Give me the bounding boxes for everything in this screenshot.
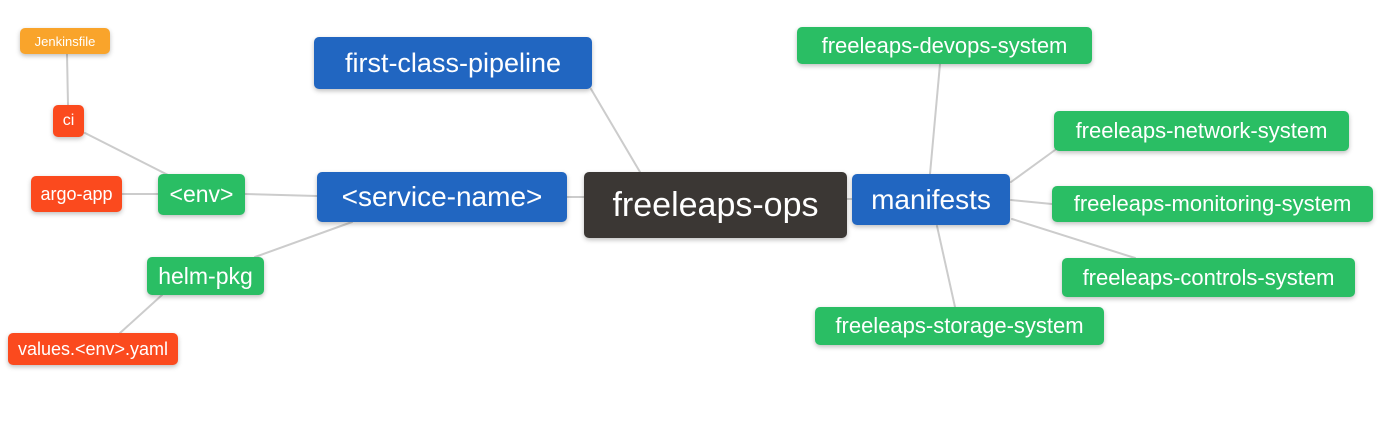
node-env[interactable]: <env> [158,174,245,215]
edge-ci-env [84,132,171,177]
edge-jenkinsfile-ci [66,53,69,106]
node-first-class-pipeline[interactable]: first-class-pipeline [314,37,592,89]
edge-manifests-controls [1011,218,1136,259]
node-freeleaps-network-system[interactable]: freeleaps-network-system [1054,111,1349,151]
node-jenkinsfile[interactable]: Jenkinsfile [20,28,110,54]
node-freeleaps-ops-root[interactable]: freeleaps-ops [584,172,847,238]
edge-helm-pkg-values [119,294,163,334]
edge-first-class-pipeline-ops [590,88,641,173]
node-service-name[interactable]: <service-name> [317,172,567,222]
edge-manifests-monitoring [1010,199,1053,205]
node-values-env-yaml[interactable]: values.<env>.yaml [8,333,178,365]
node-freeleaps-storage-system[interactable]: freeleaps-storage-system [815,307,1104,345]
node-argo-app[interactable]: argo-app [31,176,122,212]
node-helm-pkg[interactable]: helm-pkg [147,257,264,295]
node-freeleaps-devops-system[interactable]: freeleaps-devops-system [797,27,1092,64]
node-ci[interactable]: ci [53,105,84,137]
node-manifests[interactable]: manifests [852,174,1010,225]
node-freeleaps-controls-system[interactable]: freeleaps-controls-system [1062,258,1355,297]
edge-manifests-network [1010,149,1056,183]
edge-service-name-helm-pkg [254,221,353,258]
edge-env-service-name [244,193,318,197]
node-freeleaps-monitoring-system[interactable]: freeleaps-monitoring-system [1052,186,1373,222]
edge-devops-manifests [929,63,941,175]
edge-manifests-storage [936,225,956,308]
